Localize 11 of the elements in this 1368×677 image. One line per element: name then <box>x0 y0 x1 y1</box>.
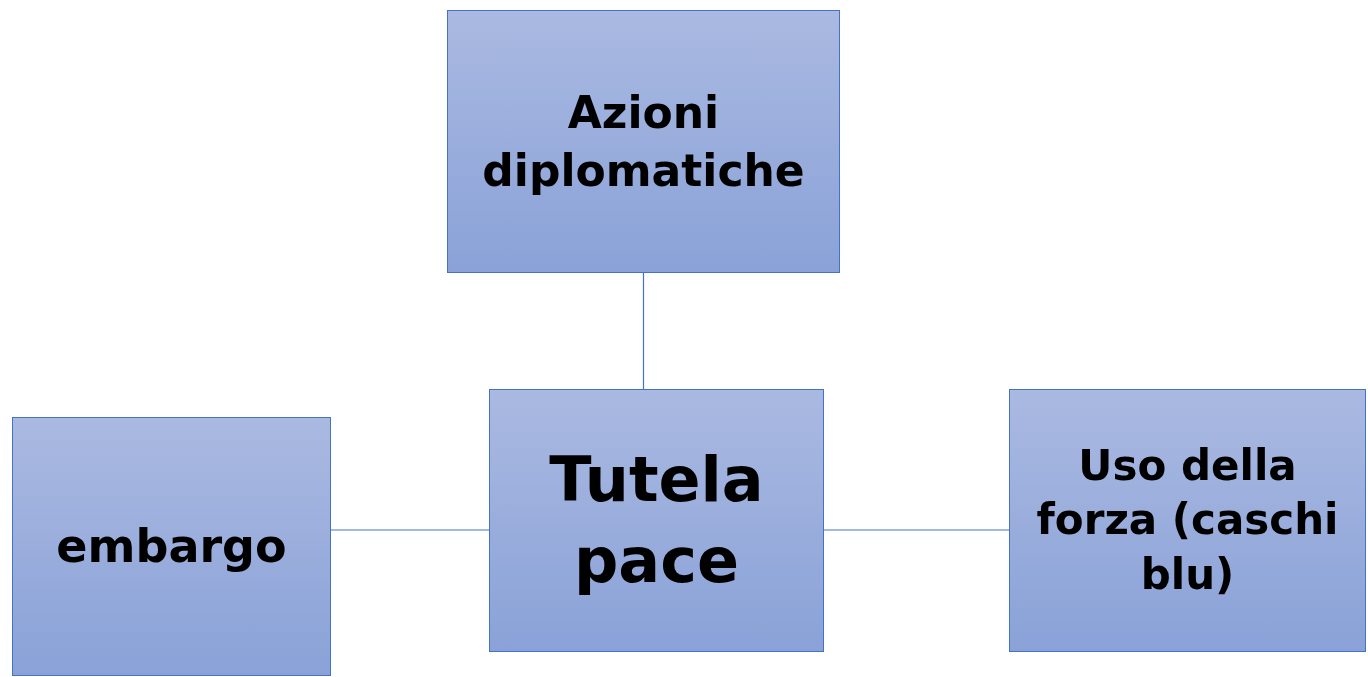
process-box <box>489 389 824 652</box>
process-box <box>447 10 840 273</box>
box-label: Uso della forza (caschi blu) <box>1035 439 1340 601</box>
box-label: embargo <box>55 517 288 575</box>
connector-line <box>330 529 490 531</box>
process-box <box>12 417 331 676</box>
connector-line <box>823 529 1010 531</box>
process-box <box>1009 389 1366 652</box>
box-label: Azioni diplomatiche <box>481 86 806 198</box>
box-label: Tutela pace <box>548 441 765 599</box>
connector-line <box>642 272 645 390</box>
